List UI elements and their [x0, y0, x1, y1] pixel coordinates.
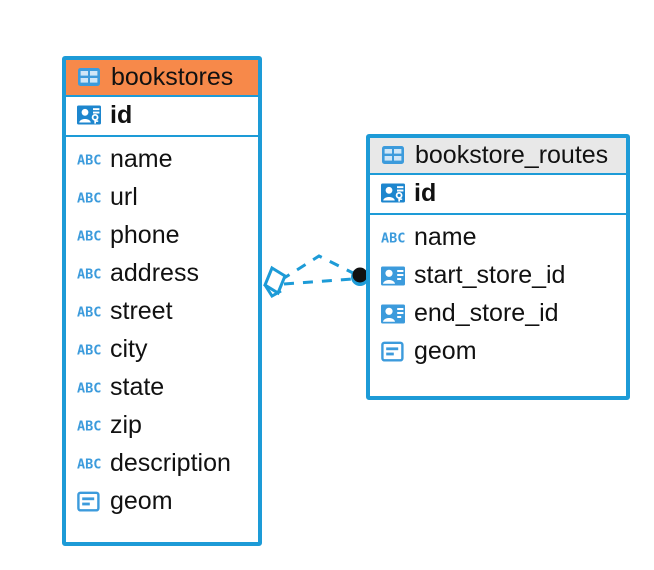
field-row[interactable]: ABC address — [66, 255, 258, 293]
field-row[interactable]: end_store_id — [370, 295, 626, 333]
foreign-key-icon — [380, 263, 406, 289]
field-label: street — [110, 297, 173, 326]
relationship-marker-diamond — [263, 265, 287, 298]
svg-text:ABC: ABC — [77, 380, 101, 395]
field-label: phone — [110, 221, 180, 250]
field-row[interactable]: ABC name — [370, 219, 626, 257]
primary-key-icon — [76, 102, 102, 128]
field-label: state — [110, 373, 165, 402]
entity-title: bookstore_routes — [415, 141, 609, 169]
text-abc-icon: ABC — [76, 413, 102, 439]
primary-key-label: id — [414, 179, 437, 208]
entity-title: bookstores — [111, 63, 234, 91]
field-row[interactable]: ABC description — [66, 445, 258, 483]
svg-text:ABC: ABC — [77, 342, 101, 357]
field-label: address — [110, 259, 199, 288]
field-row[interactable]: start_store_id — [370, 257, 626, 295]
field-label: zip — [110, 411, 142, 440]
svg-text:ABC: ABC — [381, 230, 405, 245]
text-abc-icon: ABC — [76, 147, 102, 173]
geometry-icon — [380, 339, 406, 365]
entity-header-bookstores[interactable]: bookstores — [66, 60, 258, 96]
field-label: end_store_id — [414, 299, 559, 328]
table-icon — [380, 142, 406, 168]
field-label: geom — [414, 337, 477, 366]
text-abc-icon: ABC — [76, 375, 102, 401]
svg-text:ABC: ABC — [77, 304, 101, 319]
field-row[interactable]: ABC street — [66, 293, 258, 331]
geometry-icon — [76, 489, 102, 515]
text-abc-icon: ABC — [76, 299, 102, 325]
field-label: description — [110, 449, 231, 478]
field-row[interactable]: ABC city — [66, 331, 258, 369]
field-label: start_store_id — [414, 261, 566, 290]
svg-text:ABC: ABC — [77, 456, 101, 471]
text-abc-icon: ABC — [380, 225, 406, 251]
field-row[interactable]: ABC state — [66, 369, 258, 407]
svg-text:ABC: ABC — [77, 266, 101, 281]
svg-text:ABC: ABC — [77, 190, 101, 205]
field-label: city — [110, 335, 148, 364]
svg-text:ABC: ABC — [77, 152, 101, 167]
table-icon — [76, 64, 102, 90]
text-abc-icon: ABC — [76, 223, 102, 249]
primary-key-row-id[interactable]: id — [370, 173, 626, 215]
text-abc-icon: ABC — [76, 261, 102, 287]
foreign-key-icon — [380, 301, 406, 327]
field-label: name — [414, 223, 477, 252]
relationship-line-arched — [280, 254, 356, 282]
field-label: url — [110, 183, 138, 212]
field-row[interactable]: ABC phone — [66, 217, 258, 255]
text-abc-icon: ABC — [76, 185, 102, 211]
field-label: name — [110, 145, 173, 174]
field-label: geom — [110, 487, 173, 516]
text-abc-icon: ABC — [76, 451, 102, 477]
primary-key-icon — [380, 180, 406, 206]
text-abc-icon: ABC — [76, 337, 102, 363]
entity-table-bookstore-routes[interactable]: bookstore_routes id ABC name start_store_i… — [366, 134, 630, 400]
svg-text:ABC: ABC — [77, 228, 101, 243]
primary-key-label: id — [110, 101, 133, 130]
field-row[interactable]: ABC name — [66, 141, 258, 179]
field-row[interactable]: geom — [370, 333, 626, 371]
relationship-line-straight — [283, 277, 353, 286]
primary-key-row-id[interactable]: id — [66, 95, 258, 137]
entity-header-bookstore-routes[interactable]: bookstore_routes — [370, 138, 626, 174]
field-row[interactable]: ABC zip — [66, 407, 258, 445]
field-row[interactable]: ABC url — [66, 179, 258, 217]
field-row[interactable]: geom — [66, 483, 258, 521]
svg-text:ABC: ABC — [77, 418, 101, 433]
